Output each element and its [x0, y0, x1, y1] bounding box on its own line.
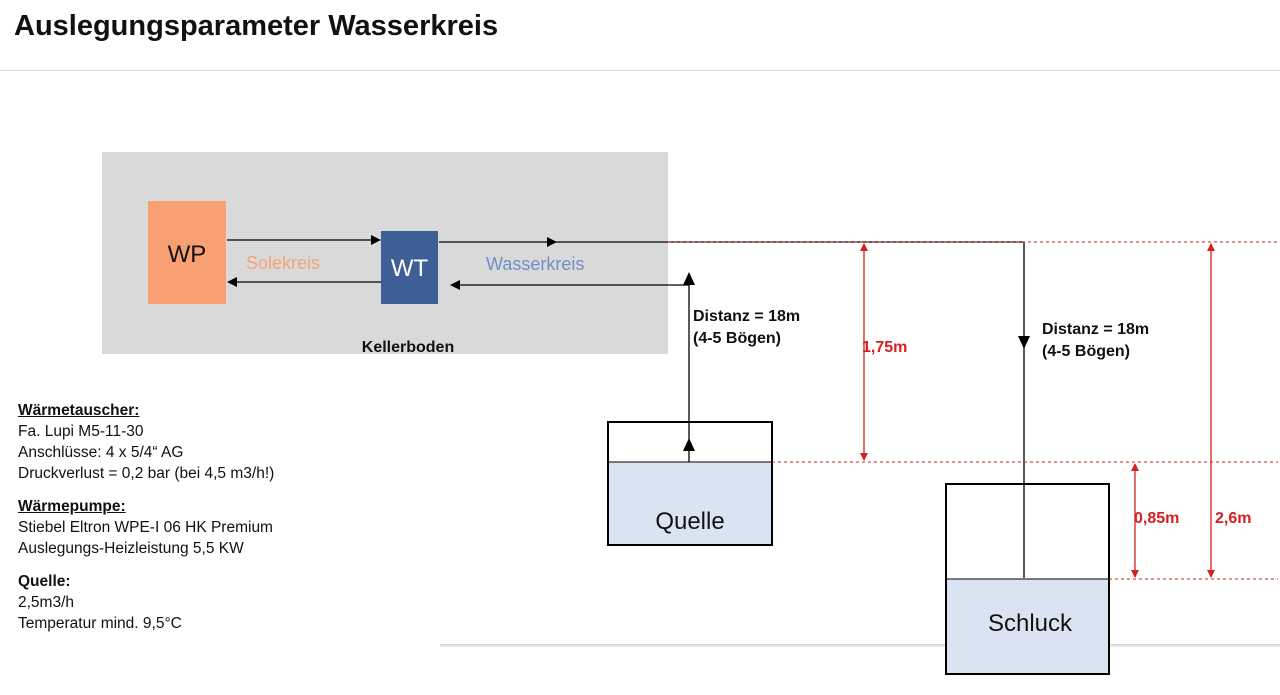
spec-line: Temperatur mind. 9,5°C: [18, 615, 182, 632]
quelle-tank-water: [608, 462, 772, 545]
spec-quelle-heading: Quelle:: [18, 573, 71, 590]
spec-line: 2,5m3/h: [18, 594, 75, 611]
spec-waermetauscher-heading: Wärmetauscher:: [18, 402, 140, 419]
wt-label: WT: [391, 255, 429, 282]
wasserkreis-label: Wasserkreis: [486, 254, 584, 274]
distanz-schluck-line2: (4-5 Bögen): [1042, 343, 1130, 360]
dim-085-label: 0,85m: [1134, 510, 1179, 527]
quelle-up-arrow: [683, 438, 695, 451]
page-title: Auslegungsparameter Wasserkreis: [14, 10, 499, 42]
spec-line: Anschlüsse: 4 x 5/4“ AG: [18, 444, 184, 461]
wp-label: WP: [168, 241, 207, 268]
quelle-pipe-arrow: [683, 272, 695, 285]
solekreis-label: Solekreis: [246, 253, 320, 273]
spec-waermetauscher: Wärmetauscher: Fa. Lupi M5-11-30 Anschlü…: [18, 400, 274, 484]
distanz-quelle-line2: (4-5 Bögen): [693, 330, 781, 347]
dim-175-label: 1,75m: [862, 339, 907, 356]
wp-box: [148, 201, 226, 304]
specifications-panel: Wärmetauscher: Fa. Lupi M5-11-30 Anschlü…: [18, 400, 274, 646]
schluck-label: Schluck: [988, 610, 1073, 637]
distanz-schluck-line1: Distanz = 18m: [1042, 321, 1149, 338]
spec-waermepumpe: Wärmepumpe: Stiebel Eltron WPE-I 06 HK P…: [18, 496, 274, 559]
bottom-divider: [440, 644, 1280, 647]
schluck-tank-water: [946, 579, 1109, 674]
quelle-label: Quelle: [655, 508, 724, 535]
title-divider: [0, 70, 1280, 71]
spec-quelle: Quelle: 2,5m3/h Temperatur mind. 9,5°C: [18, 571, 274, 634]
spec-waermepumpe-heading: Wärmepumpe:: [18, 498, 126, 515]
quelle-tank: [607, 421, 773, 546]
schluck-flow-arrow: [1018, 336, 1030, 349]
spec-line: Druckverlust = 0,2 bar (bei 4,5 m3/h!): [18, 465, 275, 482]
spec-line: Fa. Lupi M5-11-30: [18, 423, 144, 440]
wt-box: [381, 231, 438, 304]
spec-line: Auslegungs-Heizleistung 5,5 KW: [18, 540, 244, 557]
spec-line: Stiebel Eltron WPE-I 06 HK Premium: [18, 519, 273, 536]
kellerboden-label: Kellerboden: [362, 339, 454, 356]
distanz-quelle-line1: Distanz = 18m: [693, 308, 800, 325]
dim-26-label: 2,6m: [1215, 510, 1251, 527]
